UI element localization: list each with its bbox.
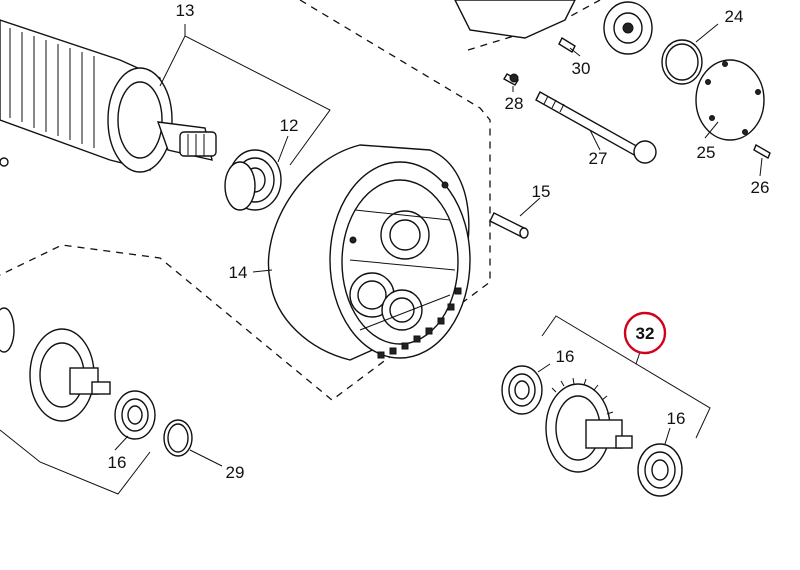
callout-13: 13	[176, 1, 195, 20]
callout-16-left: 16	[108, 453, 127, 472]
callout-16-right: 16	[667, 409, 686, 428]
callout-29: 29	[226, 463, 245, 482]
top-right-components	[454, 0, 771, 164]
callout-14: 14	[229, 263, 248, 282]
gear-housing-14	[267, 144, 471, 361]
callout-30: 30	[572, 59, 591, 78]
lower-left-gear-assembly	[0, 307, 193, 495]
callout-25: 25	[697, 143, 716, 162]
armature-assembly	[0, 19, 217, 173]
callout-labels: 13 12 14 15 24 25 26 27 28 30 16 29 16 1…	[108, 1, 770, 482]
callout-28: 28	[505, 94, 524, 113]
gear-assembly-32	[501, 315, 711, 497]
callout-32: 32	[636, 324, 655, 343]
bearing-12	[224, 149, 282, 211]
callout-16-middle: 16	[556, 347, 575, 366]
callout-15: 15	[532, 182, 551, 201]
callout-26: 26	[751, 178, 770, 197]
highlight-circle	[623, 311, 667, 355]
callout-24: 24	[725, 7, 744, 26]
leader-lines	[114, 23, 763, 467]
pin-15	[489, 212, 529, 239]
callout-12: 12	[280, 116, 299, 135]
callout-27: 27	[589, 149, 608, 168]
